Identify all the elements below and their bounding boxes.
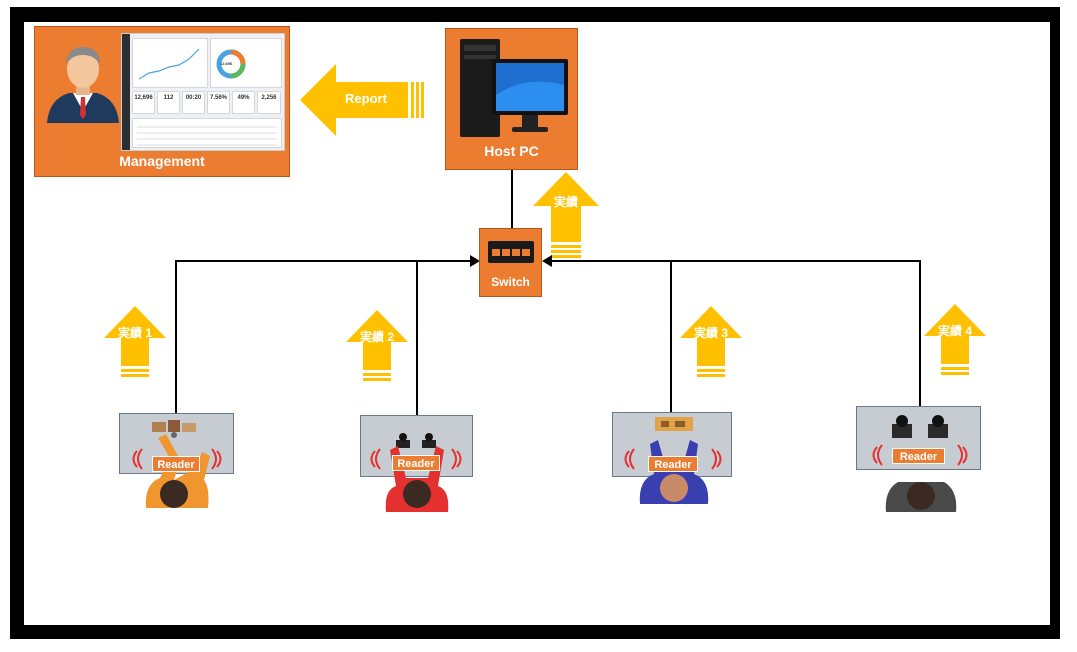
station-1-signal-left-icon: [132, 448, 143, 470]
report-arrow-icon: [300, 64, 424, 136]
dashboard-table: [132, 118, 282, 148]
pc-switch-line: [511, 170, 513, 228]
station-3-signal-right-icon: [711, 448, 722, 470]
station-1-arrow-label: 実績 1: [117, 326, 152, 340]
station-2-signal-right-icon: [451, 448, 462, 470]
station-4-signal-right-icon: [957, 444, 968, 466]
dashboard-sidebar: [122, 34, 130, 150]
station-2-arrow-label: 実績 2: [359, 330, 394, 344]
manager-avatar-icon: [47, 47, 119, 123]
drop-line-3: [670, 260, 672, 412]
host-up-arrow-label: 実績: [553, 195, 578, 209]
switch-box: Switch: [479, 228, 542, 297]
stat-card: 12,696: [132, 91, 155, 114]
stat-card: 112: [157, 91, 180, 114]
dashboard-line-chart: [132, 38, 208, 88]
station-1-person-icon: [145, 434, 210, 508]
bus-line-right: [544, 260, 921, 262]
donut-value: 12,696: [220, 61, 233, 66]
station-4-signal-left-icon: [872, 444, 883, 466]
drop-line-2: [416, 260, 418, 416]
drop-line-1: [175, 260, 177, 414]
station-2-reader-label: Reader: [392, 455, 440, 471]
switch-label: Switch: [491, 275, 530, 289]
station-3-circuit-board-icon: [655, 417, 693, 431]
station-3-signal-left-icon: [624, 448, 635, 470]
station-3-arrow-icon: [680, 306, 742, 377]
desktop-computer-icon: [460, 39, 568, 137]
station-1-reader-label: Reader: [152, 456, 200, 472]
dashboard-donut: 12,696: [210, 38, 282, 88]
bus-line-left: [175, 260, 477, 262]
network-switch-icon: [488, 241, 534, 263]
stat-card: 00:20: [182, 91, 205, 114]
host-up-arrow-icon: [533, 172, 599, 258]
station-4-joysticks-icon: [892, 415, 948, 438]
station-3-arrow-label: 実績 3: [693, 326, 728, 340]
arrowhead-right-icon: [542, 255, 552, 267]
dashboard-stats-row: 12,696 112 00:20 7.56% 49% 2,256: [132, 91, 282, 115]
station-4-reader-label: Reader: [892, 448, 945, 464]
arrowhead-left-icon: [470, 255, 480, 267]
dashboard-screenshot: 12,696 12,696 112 00:20 7.56% 49% 2,256: [121, 33, 285, 151]
station-1-signal-right-icon: [211, 448, 222, 470]
drop-line-4: [919, 260, 921, 406]
station-2-signal-left-icon: [370, 448, 381, 470]
management-box: 12,696 12,696 112 00:20 7.56% 49% 2,256 …: [34, 26, 290, 177]
station-3-reader-label: Reader: [648, 456, 698, 472]
host-pc-label: Host PC: [484, 143, 539, 159]
station-2-joysticks-icon: [396, 433, 436, 448]
station-2-arrow-icon: [346, 310, 408, 381]
station-4-arrow-icon: [924, 304, 986, 375]
stat-card: 7.56%: [207, 91, 230, 114]
management-label: Management: [119, 153, 205, 169]
station-1-items-icon: [152, 420, 196, 438]
stat-card: 49%: [232, 91, 255, 114]
station-4-person-icon: [885, 482, 957, 512]
stat-card: 2,256: [257, 91, 281, 114]
station-4-arrow-label: 実績 4: [937, 324, 972, 338]
station-2-person-icon: [385, 446, 449, 512]
station-1-arrow-icon: [104, 306, 166, 377]
report-arrow-label: Report: [345, 91, 387, 106]
host-pc-box: Host PC: [445, 28, 578, 170]
